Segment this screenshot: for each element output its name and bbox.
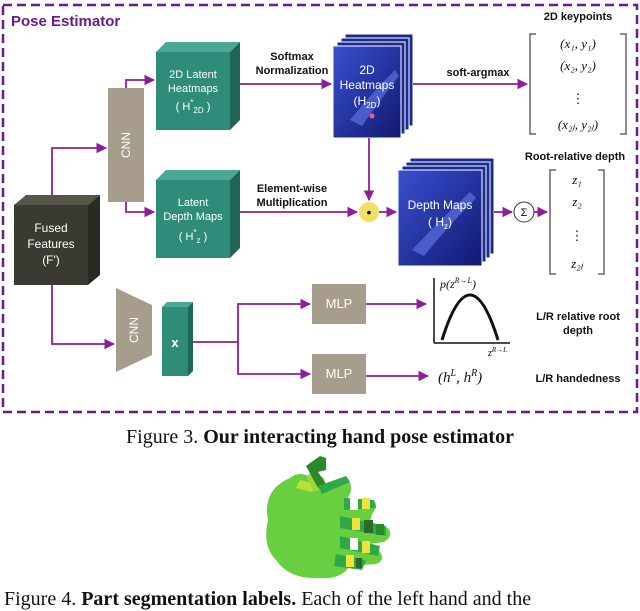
latent-2d-label-1: 2D Latent: [169, 69, 217, 81]
sum-symbol: Σ: [521, 207, 528, 219]
caption-bold: Our interacting hand pose estimator: [203, 426, 514, 448]
depth-1: z₁: [571, 172, 582, 187]
soft-argmax-label: soft-argmax: [447, 67, 511, 79]
hand-segmentation-illustration: [266, 456, 391, 579]
latent-depth-label-2: Depth Maps: [163, 211, 223, 223]
estimator-frame: [1, 3, 639, 414]
keypoint-dots: ⋮: [572, 91, 585, 106]
lr-handedness-label: L/R handedness: [536, 373, 621, 385]
latent-depth-maps-block: Latent Depth Maps ( H*z ): [156, 170, 240, 258]
relative-depth-plot: p(zR→L) zR→L: [433, 276, 510, 359]
multiply-operator: •: [359, 202, 379, 222]
mlp-bottom-block: MLP: [312, 354, 366, 394]
arrow-cnn-to-latentdepth: [125, 202, 156, 218]
depth-vector: z₁ z₂ ⋮ z₂ⱼ: [549, 169, 605, 275]
heatmaps-label-1: 2D: [359, 63, 375, 77]
keypoint-2: (x₂, y₂): [560, 58, 596, 73]
heatmaps-label-2: Heatmaps: [340, 78, 395, 92]
depth-maps-symbol: ( Hz): [428, 215, 452, 231]
softmax-label-1: Softmax: [270, 51, 314, 63]
x-feature-block: x: [162, 302, 193, 376]
elementwise-label-2: Multiplication: [257, 197, 328, 209]
cnn-bottom-label: CNN: [127, 317, 141, 343]
cnn-top-block: CNN: [108, 88, 144, 202]
arrow-x-to-mlp-bottom: [237, 342, 312, 380]
keypoints-label: 2D keypoints: [544, 11, 612, 23]
arrow-fused-to-cnn-bottom: [51, 285, 116, 350]
latent-2d-heatmaps-block: 2D Latent Heatmaps ( H*2D ): [156, 42, 240, 130]
keypoints-vector: (x₁, y₁) (x₂, y₂) ⋮ (x₂ⱼ, y₂ⱼ): [529, 33, 627, 135]
fused-label-1: Fused: [34, 221, 67, 235]
latent-depth-label-1: Latent: [178, 197, 209, 209]
keypoint-2j: (x₂ⱼ, y₂ⱼ): [558, 117, 598, 132]
latent-2d-symbol: ( H*2D ): [176, 98, 211, 115]
mlp-bottom-label: MLP: [326, 366, 353, 381]
bottom-caption-prefix: Figure 4.: [4, 588, 82, 610]
cnn-top-label: CNN: [119, 132, 133, 158]
softmax-label-2: Normalization: [256, 65, 329, 77]
z-axis-label: zR→L: [487, 346, 507, 359]
caption-prefix: Figure 3.: [126, 426, 204, 448]
keypoint-1: (x₁, y₁): [560, 36, 596, 51]
cnn-bottom-block: CNN: [116, 288, 152, 372]
root-depth-label: Root-relative depth: [525, 151, 626, 163]
diagram-title: Pose Estimator: [11, 13, 120, 30]
fused-features-block: Fused Features (F'): [14, 195, 100, 285]
fused-label-3: (F'): [42, 253, 60, 267]
dot-symbol: •: [367, 204, 372, 220]
bottom-caption-bold: Part segmentation labels.: [81, 588, 297, 610]
sum-operator: Σ: [513, 201, 535, 223]
connectors: [51, 74, 549, 382]
latent-2d-label-2: Heatmaps: [168, 83, 219, 95]
depth-2j: z₂ⱼ: [570, 256, 584, 271]
x-label: x: [171, 335, 179, 350]
arrow-cnn-to-latent2d: [125, 74, 156, 88]
mlp-top-block: MLP: [312, 284, 366, 324]
figure-4-caption: Figure 4. Part segmentation labels. Each…: [4, 588, 640, 611]
bottom-caption-rest: Each of the left hand and the: [296, 588, 532, 610]
mlp-top-label: MLP: [326, 296, 353, 311]
lr-root-label-2: depth: [563, 325, 593, 337]
elementwise-label-1: Element-wise: [257, 183, 327, 195]
p-label: p(zR→L): [439, 276, 476, 291]
arrow-x-split: [193, 298, 312, 343]
heatmaps-2d-stack: 2D Heatmaps (H2D): [332, 33, 414, 139]
fused-label-2: Features: [27, 237, 74, 251]
handedness-math: (hL, hR): [438, 368, 482, 386]
depth-2: z₂: [571, 194, 582, 209]
lr-root-label-1: L/R relative root: [536, 311, 620, 323]
depth-maps-label: Depth Maps: [408, 198, 473, 212]
figure-3-caption: Figure 3. Our interacting hand pose esti…: [0, 426, 640, 449]
depth-dots: ⋮: [571, 228, 584, 243]
latent-depth-symbol: ( H*z ): [179, 228, 208, 245]
heatmaps-symbol: (H2D): [354, 94, 381, 110]
depth-maps-stack: Depth Maps ( Hz): [397, 157, 495, 267]
arrow-fused-to-cnn-top: [51, 142, 108, 195]
